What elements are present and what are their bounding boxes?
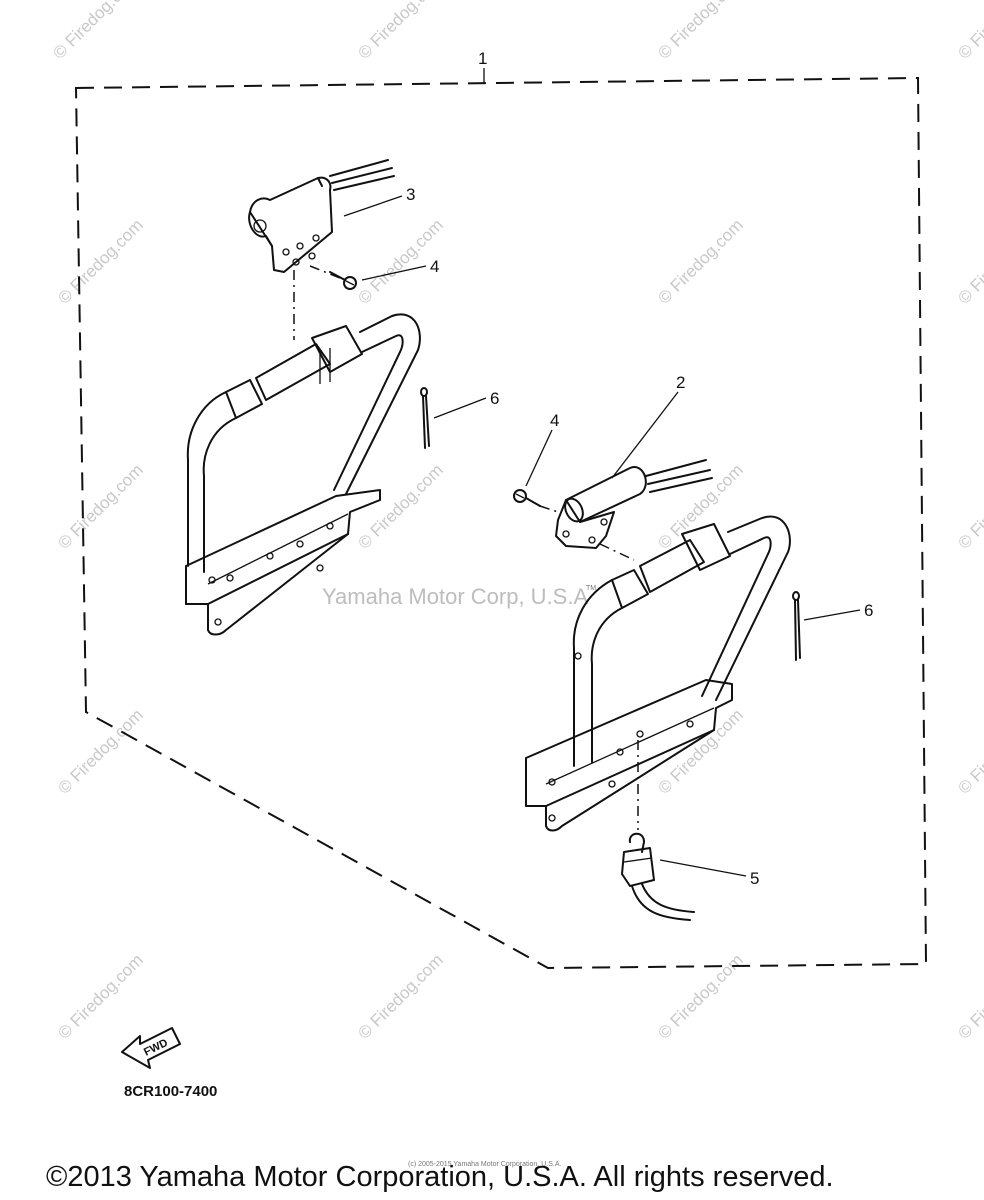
watermark: © Firedog.com: [354, 0, 446, 63]
screw-left: [329, 271, 357, 290]
watermark: © Firedog.com: [654, 950, 746, 1042]
watermark: © Firedog.com: [49, 0, 141, 63]
pipe-frame-right: [572, 515, 791, 767]
screw-right: [513, 489, 541, 507]
part-number: 8CR100-7400: [124, 1083, 217, 1100]
callout-numbers: 1 2 3 4 4 5 6 6: [406, 49, 873, 888]
watermark: © Firedog.com: [654, 0, 746, 63]
split-pin-left: [420, 387, 430, 449]
watermark: © Firedog.com: [954, 705, 984, 797]
callout-5: 5: [750, 869, 759, 888]
split-pin-right: [792, 591, 801, 661]
mount-base-right: [525, 679, 733, 832]
callout-2: 2: [676, 373, 685, 392]
mount-base-left: [185, 489, 381, 636]
watermark: © Firedog.com: [954, 950, 984, 1042]
callout-leaders: [343, 195, 861, 877]
watermark: © Firedog.com: [54, 950, 146, 1042]
callout-4-right: 4: [550, 411, 559, 430]
callout-4-left: 4: [430, 257, 439, 276]
toggle-switch: [621, 832, 695, 921]
watermark-layer: © Firedog.com © Firedog.com © Firedog.co…: [49, 0, 984, 1043]
sensor-bracket-left: [248, 159, 395, 273]
watermark: © Firedog.com: [354, 460, 446, 552]
watermark: © Firedog.com: [954, 460, 984, 552]
callout-1: 1: [478, 49, 487, 68]
center-watermark: Yamaha Motor Corp, U.S.A: [322, 584, 588, 609]
pipe-frame-left: [186, 313, 421, 573]
assembly-line: [599, 543, 635, 561]
watermark: © Firedog.com: [954, 0, 984, 63]
assembly-line: [309, 265, 351, 283]
callout-3: 3: [406, 185, 415, 204]
footer-copyright: ©2013 Yamaha Motor Corporation, U.S.A. A…: [46, 1161, 834, 1193]
right-assembly: [513, 459, 801, 921]
assembly-boundary: [74, 76, 928, 970]
watermark: © Firedog.com: [54, 460, 146, 552]
assembly-line: [539, 505, 559, 513]
watermark: © Firedog.com: [54, 215, 146, 307]
cylinder-sensor-right: [555, 459, 713, 549]
watermark: © Firedog.com: [954, 215, 984, 307]
watermark: © Firedog.com: [654, 460, 746, 552]
callout-6-left: 6: [490, 389, 499, 408]
watermark: © Firedog.com: [654, 215, 746, 307]
callout-6-right: 6: [864, 601, 873, 620]
left-assembly: [185, 159, 430, 636]
small-copyright: (c) 2005-2015 Yamaha Motor Corporation, …: [408, 1161, 561, 1168]
fwd-arrow-icon: FWD: [121, 1027, 181, 1069]
watermark: © Firedog.com: [354, 950, 446, 1042]
trademark-mark: TM: [586, 585, 596, 592]
